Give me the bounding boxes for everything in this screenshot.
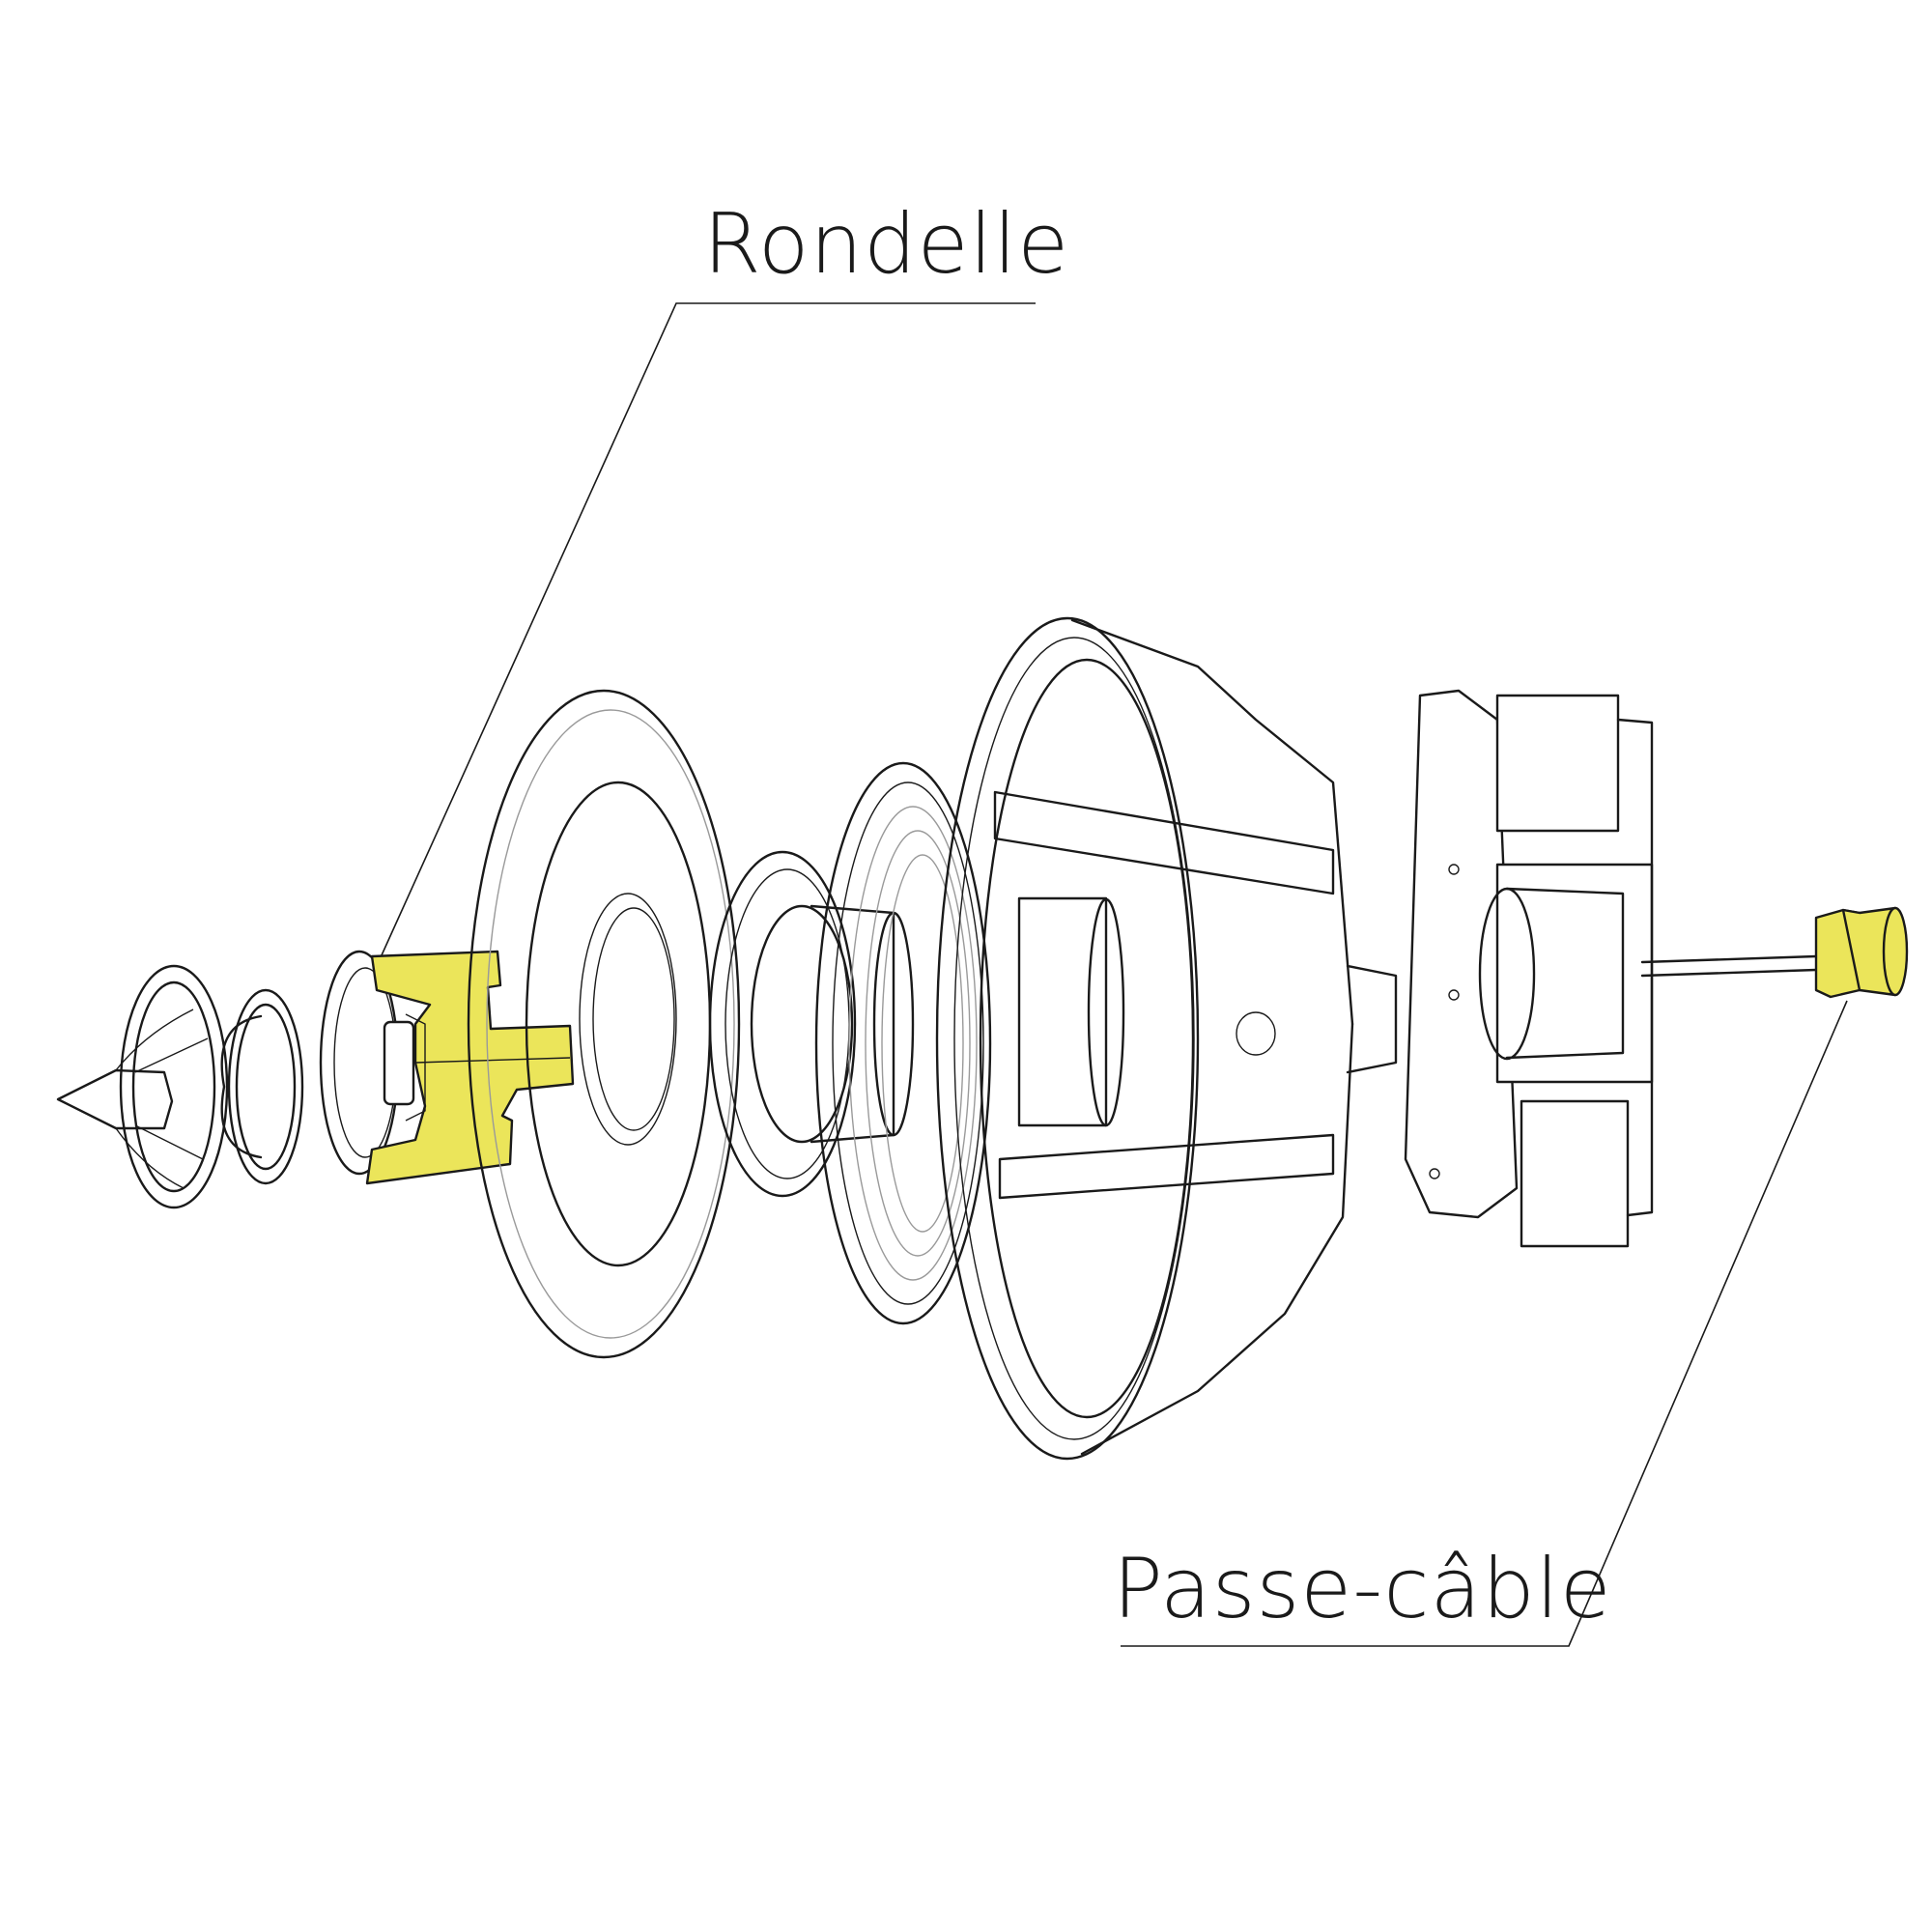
leader-line-rondelle	[376, 302, 1036, 967]
magnet-backplate-part	[1404, 689, 1654, 1248]
cable-part	[1640, 954, 1818, 978]
rondelle-label: Rondelle	[703, 196, 1070, 293]
cone-part	[467, 689, 741, 1359]
phase-plug-part	[56, 964, 229, 1209]
passe-cable-gland-part	[1814, 906, 1909, 999]
leader-line-passe-cable	[1121, 1000, 1848, 1647]
passe-cable-label: Passe-câble	[1113, 1541, 1612, 1637]
rondelle-washer-part	[319, 950, 575, 1185]
basket-frame-part	[935, 616, 1398, 1461]
surround-part	[814, 761, 992, 1325]
dust-dome-part	[220, 988, 304, 1185]
